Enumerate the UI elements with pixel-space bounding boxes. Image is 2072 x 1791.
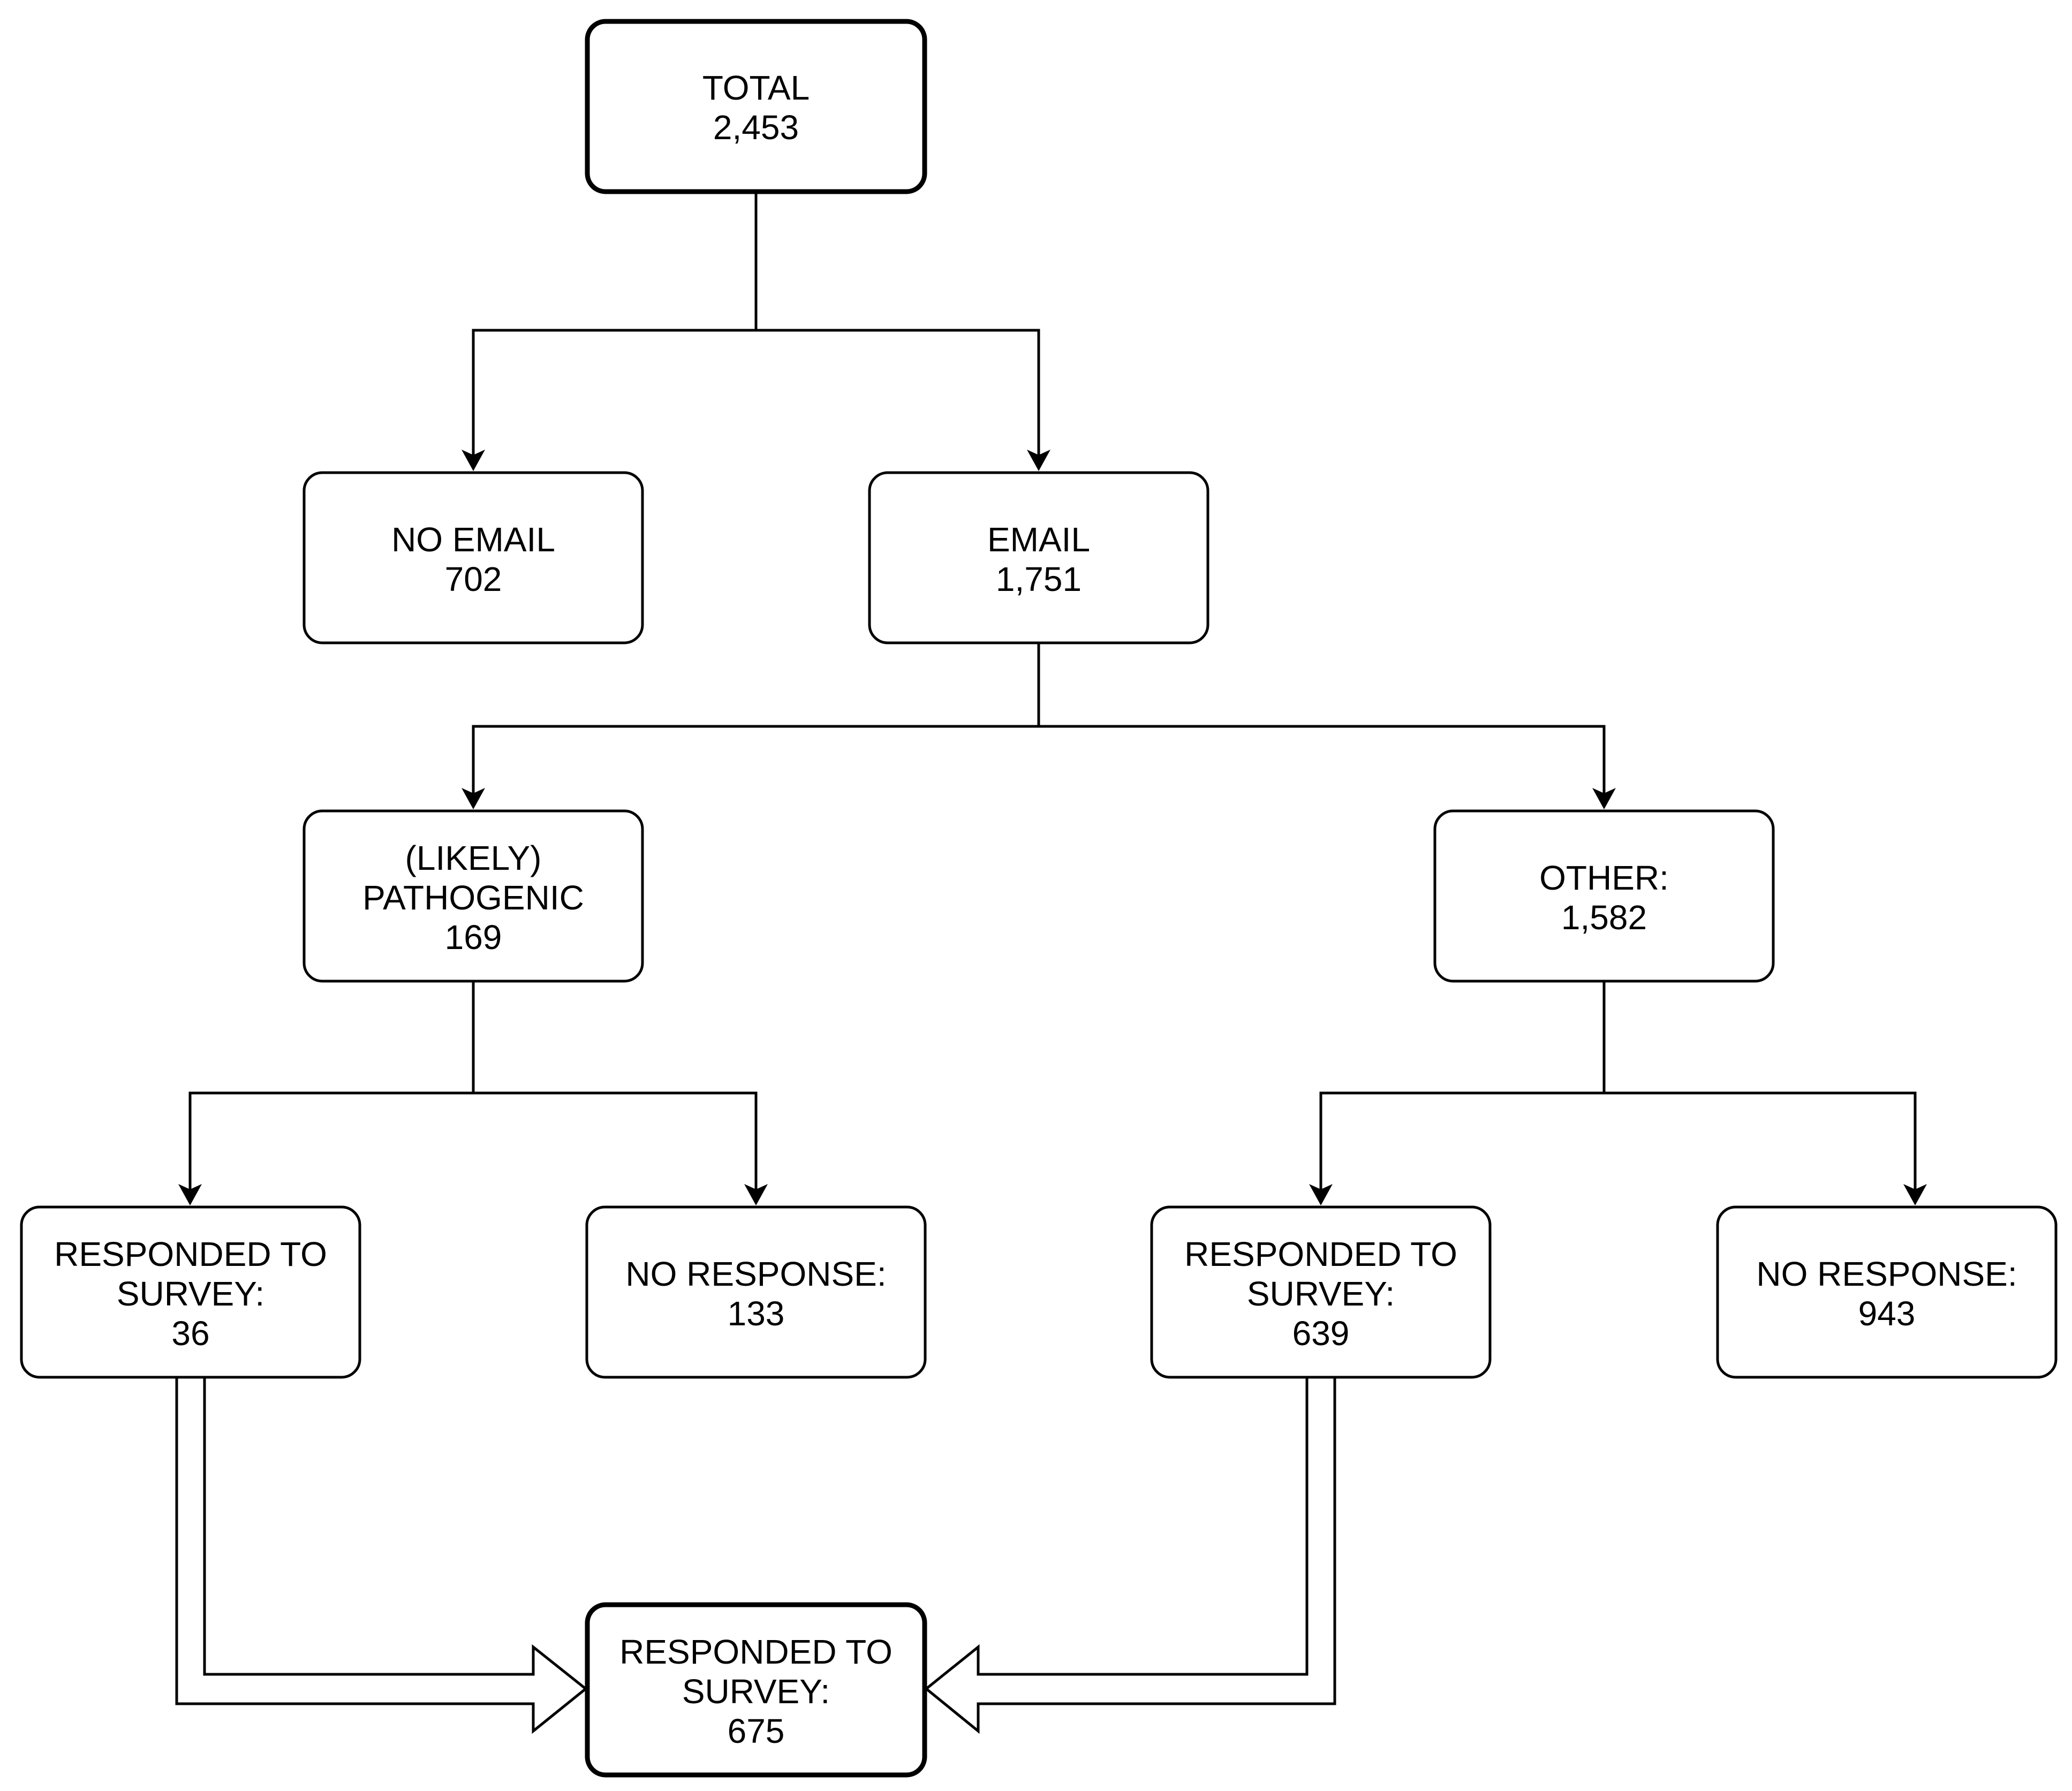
node-total-responded-box	[585, 1602, 927, 1778]
node-lp-no-response-line-2: 133	[728, 1294, 785, 1333]
node-other-responded: RESPONDED TO SURVEY: 639	[1184, 1235, 1457, 1353]
arrowhead-other	[1592, 788, 1616, 809]
node-lp-responded: RESPONDED TO SURVEY: 36	[54, 1235, 327, 1353]
edge-lp-to-no-response	[473, 1091, 758, 1195]
connector-total-split	[462, 192, 1050, 471]
arrowhead-email	[1027, 450, 1050, 471]
connector-other-split	[1309, 981, 1927, 1205]
node-other: OTHER: 1,582	[1539, 859, 1669, 937]
node-email: EMAIL 1,751	[987, 520, 1090, 598]
node-no-email: NO EMAIL 702	[391, 520, 555, 598]
node-total-responded-line-3: 675	[728, 1712, 785, 1750]
node-lp-responded-line-2: SURVEY:	[117, 1274, 264, 1313]
edge-lp-to-responded	[188, 1091, 473, 1195]
arrowhead-lp-no-response	[744, 1184, 768, 1205]
node-other-box	[1433, 809, 1775, 983]
edge-total-to-email	[756, 329, 1040, 460]
node-no-email-box	[303, 471, 644, 644]
node-lp-responded-line-1: RESPONDED TO	[54, 1235, 327, 1273]
node-likely-pathogenic: (LIKELY) PATHOGENIC 169	[362, 839, 584, 957]
node-other-no-response-box	[1716, 1205, 2058, 1379]
edge-other-to-responded	[1319, 1091, 1604, 1195]
arrowhead-other-no-response	[1903, 1184, 1927, 1205]
connector-lp-split	[178, 981, 768, 1205]
node-lp-responded-line-3: 36	[171, 1314, 209, 1353]
edge-total-to-no-email	[472, 329, 756, 460]
node-email-line-1: EMAIL	[987, 520, 1090, 559]
node-likely-pathogenic-line-1: (LIKELY)	[405, 839, 542, 877]
node-total-responded: RESPONDED TO SURVEY: 675	[619, 1633, 893, 1750]
hollow-arrow-right	[924, 1376, 1336, 1734]
node-likely-pathogenic-line-2: PATHOGENIC	[362, 878, 584, 917]
node-other-line-1: OTHER:	[1539, 859, 1669, 897]
node-email-line-2: 1,751	[996, 560, 1082, 598]
arrowhead-likely-pathogenic	[462, 788, 485, 809]
edge-email-to-likely-pathogenic	[472, 725, 1039, 799]
node-likely-pathogenic-box	[303, 809, 644, 983]
edge-other-to-no-response	[1604, 1091, 1917, 1195]
node-lp-no-response: NO RESPONSE: 133	[625, 1255, 886, 1333]
node-total-responded-line-1: RESPONDED TO	[619, 1633, 893, 1671]
connector-email-split	[462, 643, 1616, 809]
node-other-responded-box	[1150, 1205, 1492, 1379]
hollow-arrow-left	[175, 1376, 588, 1734]
node-total-responded-line-2: SURVEY:	[682, 1672, 830, 1711]
node-other-responded-line-2: SURVEY:	[1247, 1274, 1395, 1313]
node-lp-no-response-line-1: NO RESPONSE:	[625, 1255, 886, 1293]
node-total-line-2: 2,453	[713, 108, 799, 147]
arrowhead-no-email	[462, 450, 485, 471]
node-total: TOTAL 2,453	[702, 69, 810, 147]
node-no-email-line-2: 702	[445, 560, 502, 598]
edge-email-to-other	[1039, 725, 1606, 799]
node-lp-responded-box	[20, 1205, 361, 1379]
node-likely-pathogenic-line-3: 169	[445, 918, 502, 957]
node-other-no-response-line-2: 943	[1858, 1294, 1916, 1333]
node-other-no-response-line-1: NO RESPONSE:	[1756, 1255, 2017, 1293]
node-other-no-response: NO RESPONSE: 943	[1756, 1255, 2017, 1333]
node-lp-no-response-box	[585, 1205, 927, 1379]
node-total-box	[585, 19, 927, 194]
arrowhead-other-responded	[1309, 1184, 1333, 1205]
node-other-line-2: 1,582	[1561, 898, 1647, 937]
node-total-line-1: TOTAL	[702, 69, 810, 107]
node-no-email-line-1: NO EMAIL	[391, 520, 555, 559]
node-email-box	[868, 471, 1209, 644]
node-other-responded-line-3: 639	[1292, 1314, 1350, 1353]
arrowhead-lp-responded	[178, 1184, 202, 1205]
node-other-responded-line-1: RESPONDED TO	[1184, 1235, 1457, 1273]
